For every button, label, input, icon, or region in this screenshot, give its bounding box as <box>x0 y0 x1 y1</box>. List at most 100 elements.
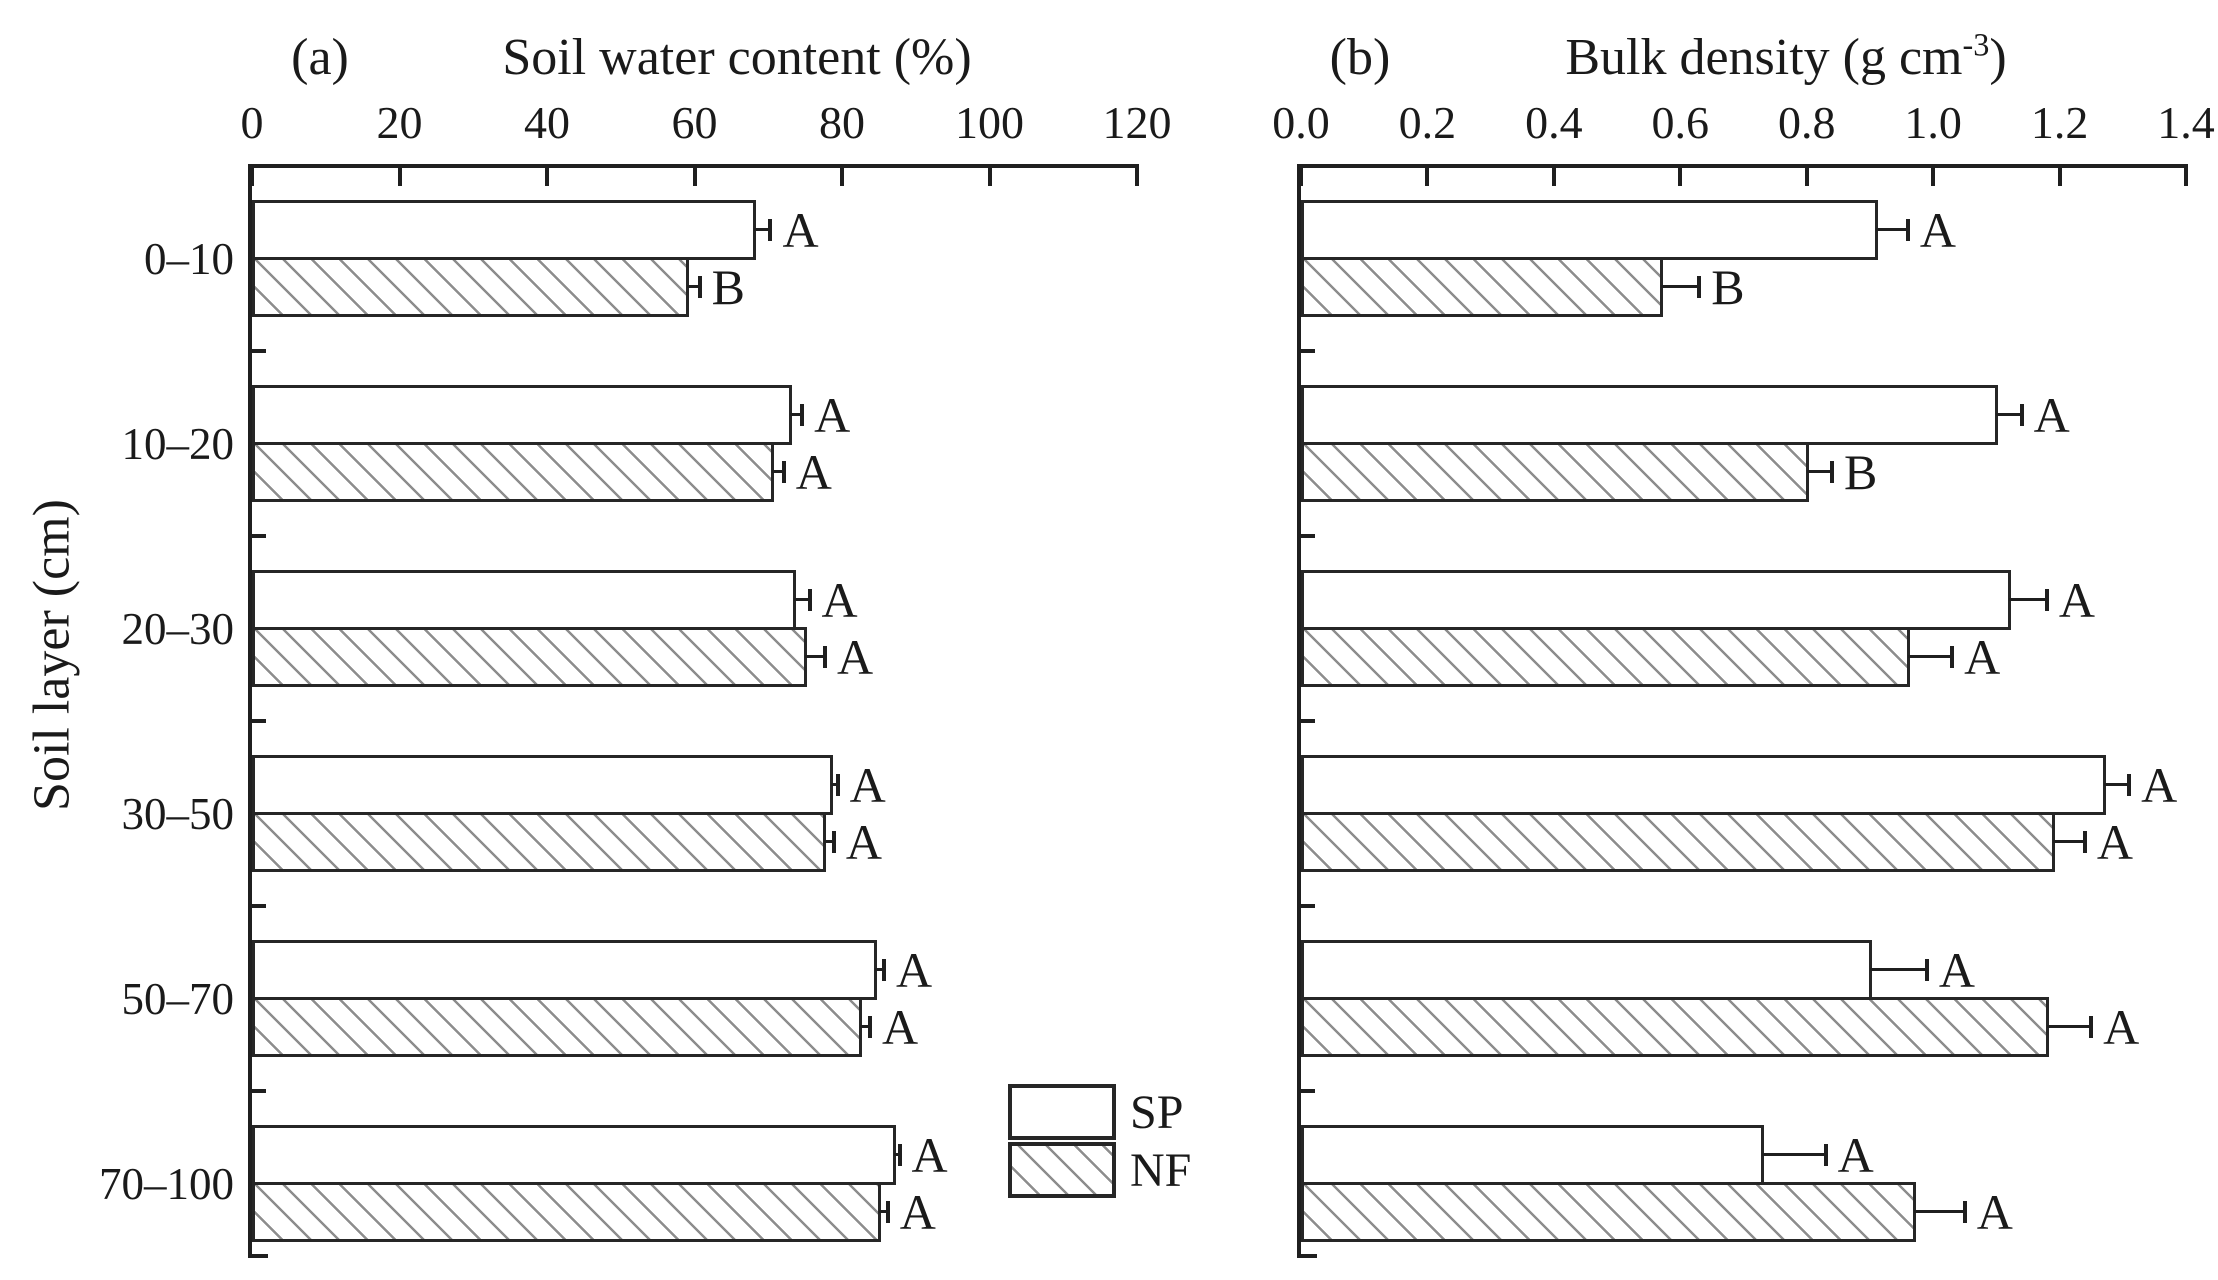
category-label: 10–20 <box>121 419 235 469</box>
bar-sp <box>252 940 878 1000</box>
x-tick-label: 0.2 <box>1398 97 1457 148</box>
sig-letter: A <box>795 444 832 500</box>
sig-letter: A <box>821 572 858 628</box>
error-bar <box>2046 1025 2092 1028</box>
error-bar <box>1762 1153 1826 1156</box>
category-label: 30–50 <box>121 789 235 839</box>
y-minor-tick <box>1301 349 1315 353</box>
x-tick <box>840 166 844 186</box>
sig-letter: A <box>1964 629 2001 685</box>
panel-b-title-main: Bulk density (g cm <box>1565 29 1963 86</box>
category-label: 50–70 <box>121 974 235 1024</box>
error-bar <box>1806 470 1832 473</box>
error-bar-cap <box>2082 831 2087 853</box>
legend: SP NF <box>1008 1084 1191 1200</box>
y-minor-tick <box>252 904 266 908</box>
x-tick <box>1804 166 1809 186</box>
sig-letter: A <box>1919 202 1956 258</box>
x-axis-line <box>1297 164 2188 168</box>
sig-letter: A <box>782 202 819 258</box>
bar-nf <box>1301 442 1809 502</box>
y-axis-line <box>1297 164 1301 1258</box>
sig-letter: A <box>1837 1127 1874 1183</box>
x-tick <box>545 166 549 186</box>
x-tick <box>1135 166 1139 186</box>
x-tick-label: 100 <box>955 97 1024 148</box>
sig-letter: A <box>849 757 886 813</box>
legend-item-nf: NF <box>1008 1142 1191 1198</box>
error-bar-cap <box>1697 276 1702 298</box>
sig-letter: A <box>2141 757 2178 813</box>
error-bar <box>830 783 838 786</box>
bar-sp <box>1301 755 2106 815</box>
sig-letter: A <box>911 1127 948 1183</box>
sig-letter: A <box>2033 387 2070 443</box>
x-tick-label: 80 <box>819 97 865 148</box>
sig-letter: A <box>2103 999 2140 1055</box>
bar-nf <box>1301 812 2056 872</box>
y-minor-tick <box>1301 534 1315 538</box>
panel-b-label: (b) <box>1329 29 1391 86</box>
bar-sp <box>1301 1125 1765 1185</box>
error-bar-cap <box>831 831 836 853</box>
error-bar <box>860 1025 871 1028</box>
bar-nf <box>252 257 690 317</box>
error-bar <box>2009 598 2047 601</box>
y-minor-tick <box>252 719 266 723</box>
error-bar-cap <box>868 1016 873 1038</box>
sig-letter: A <box>845 814 882 870</box>
x-tick <box>1299 166 1303 186</box>
error-bar-cap <box>897 1144 902 1166</box>
bar-sp <box>252 570 797 630</box>
bar-nf <box>252 627 808 687</box>
error-bar-cap <box>800 404 805 426</box>
error-bar <box>1661 285 1700 288</box>
sig-letter: A <box>2096 814 2133 870</box>
sig-letter: A <box>2058 572 2096 628</box>
error-bar <box>2053 840 2085 843</box>
bar-sp <box>252 385 793 445</box>
error-bar <box>875 968 885 971</box>
bar-sp <box>1301 385 1999 445</box>
panel-a-label: (a) <box>291 29 349 86</box>
panel-a-title: Soil water content (%) <box>502 29 972 86</box>
error-bar-cap <box>885 1201 890 1223</box>
bar-nf <box>252 997 863 1057</box>
bar-sp <box>252 200 756 260</box>
category-label: 20–30 <box>121 604 235 654</box>
x-tick <box>987 166 992 186</box>
sig-letter: A <box>1976 1184 2013 1240</box>
error-bar-cap <box>1905 219 1910 241</box>
y-minor-tick <box>252 1089 266 1093</box>
x-tick <box>1425 166 1430 186</box>
bar-nf <box>1301 257 1664 317</box>
sig-letter: A <box>1938 942 1975 998</box>
y-minor-tick <box>252 349 266 353</box>
error-bar <box>753 228 771 231</box>
sig-letter: B <box>711 259 746 315</box>
legend-item-sp: SP <box>1008 1084 1191 1140</box>
bar-sp <box>1301 200 1879 260</box>
error-bar <box>1914 1210 1965 1213</box>
x-tick <box>397 166 402 186</box>
axis-end-tick <box>250 1254 268 1258</box>
error-bar-cap <box>1950 646 1955 668</box>
y-minor-tick <box>1301 904 1315 908</box>
x-tick <box>1551 166 1556 186</box>
bar-nf <box>252 1182 881 1242</box>
error-bar <box>893 1153 900 1156</box>
legend-swatch-plain <box>1008 1084 1116 1140</box>
bar-nf <box>1301 627 1910 687</box>
x-tick-label: 40 <box>524 97 570 148</box>
x-tick-label: 0.0 <box>1272 97 1330 148</box>
bar-nf <box>252 442 774 502</box>
error-bar-cap <box>835 774 840 796</box>
error-bar-cap <box>697 276 702 298</box>
x-tick-label: 1.4 <box>2157 97 2215 148</box>
error-bar-cap <box>1823 1144 1828 1166</box>
error-bar <box>878 1210 888 1213</box>
error-bar-cap <box>1962 1201 1967 1223</box>
error-bar <box>805 655 826 658</box>
bar-sp <box>1301 940 1872 1000</box>
